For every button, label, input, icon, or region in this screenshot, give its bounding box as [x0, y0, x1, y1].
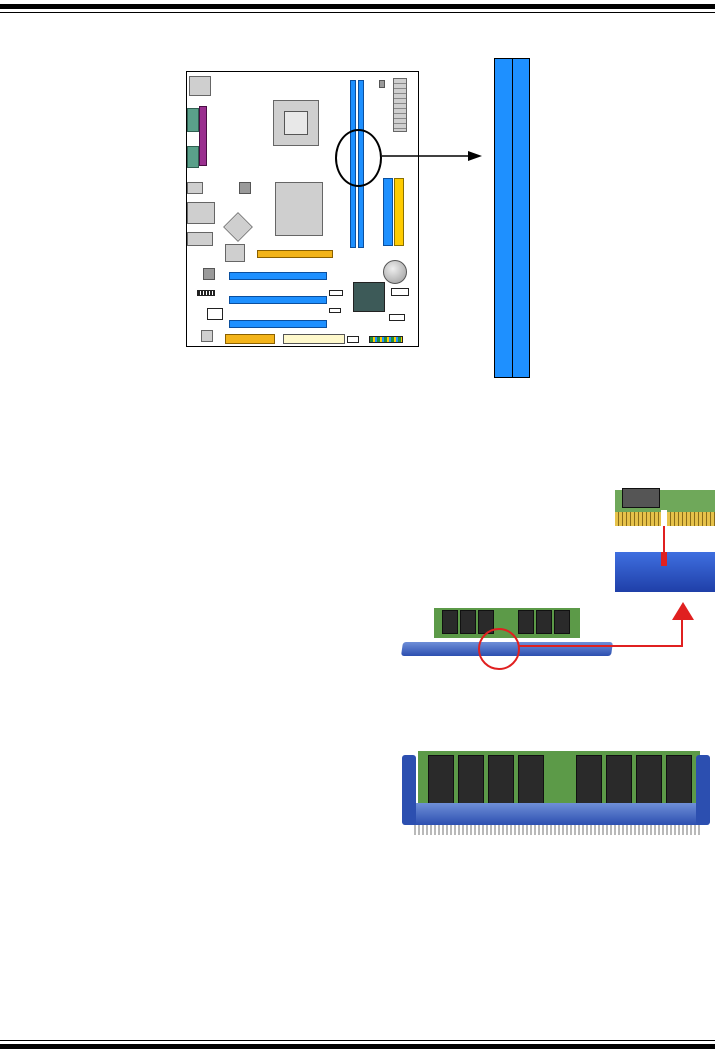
chip-small-icon — [203, 268, 215, 280]
pci-slot-1 — [229, 272, 327, 280]
cpu-socket-icon — [273, 100, 319, 146]
dimm-highlight-circle — [335, 129, 382, 187]
vga-port-icon — [187, 146, 199, 168]
dimm-notch-alignment-photo — [372, 482, 715, 692]
module-chip — [460, 610, 476, 634]
bios-chip-icon — [201, 330, 213, 342]
audio-chip-icon — [223, 212, 253, 242]
slot-latch-left — [402, 755, 416, 825]
header-small-3 — [391, 288, 409, 296]
footer-rule-thin — [0, 1040, 715, 1041]
fan-header-icon — [207, 308, 223, 320]
serial-port-icon — [187, 108, 199, 132]
arrow-head-icon — [672, 602, 694, 620]
dimm-slot-divider — [512, 59, 513, 377]
installed-chip — [636, 755, 662, 805]
header-small-4 — [389, 314, 405, 321]
header-rule-thick — [0, 4, 715, 9]
arrow-right-icon — [382, 146, 484, 166]
installed-chip — [428, 755, 454, 805]
installed-chip — [518, 755, 544, 805]
northbridge-chip-icon — [275, 182, 323, 236]
slot-closeup-key — [661, 552, 667, 566]
battery-icon — [383, 260, 407, 284]
dimm-installed-photo — [400, 745, 715, 845]
header-small-2 — [329, 308, 341, 313]
floppy-connector — [225, 334, 275, 344]
pci-slot-3 — [229, 320, 327, 328]
installed-chip — [666, 755, 692, 805]
pci-slot-2 — [229, 296, 327, 304]
ide-connector-yellow — [394, 178, 404, 246]
installed-chip — [458, 755, 484, 805]
front-panel-header — [369, 336, 403, 343]
installed-chip — [576, 755, 602, 805]
header-small-1 — [329, 290, 343, 296]
ps2-port-icon — [189, 76, 211, 96]
pci-express-x16-slot — [257, 250, 333, 258]
module-chip-closeup — [622, 488, 660, 508]
slot-pins — [414, 825, 700, 835]
alignment-line — [663, 526, 665, 554]
lan-port-icon — [187, 202, 215, 224]
header-pins-icon — [197, 290, 215, 296]
atx-power-connector-icon — [393, 78, 407, 132]
slot-latch-right — [696, 755, 710, 825]
header-bottom-1 — [347, 336, 359, 343]
memory-slot-closeup — [494, 58, 530, 378]
audio-port-icon — [187, 232, 213, 246]
footer-rule-thick — [0, 1044, 715, 1049]
southbridge-chip-icon — [353, 282, 385, 312]
header-rule-thin — [0, 12, 715, 13]
lan-chip-icon — [225, 244, 245, 262]
parallel-port-icon — [199, 106, 207, 166]
installed-slot — [402, 803, 710, 825]
motherboard-layout-diagram — [186, 71, 419, 347]
module-chip — [442, 610, 458, 634]
power-connector-icon — [239, 182, 251, 194]
notch-highlight-circle — [478, 628, 520, 670]
ide-connector-bottom — [283, 334, 345, 344]
installed-chip — [606, 755, 632, 805]
ide-connector-blue — [383, 178, 393, 246]
arrow-up-icon — [518, 608, 688, 652]
installed-chip — [488, 755, 514, 805]
jumper-icon — [379, 80, 385, 88]
usb-port-icon — [187, 182, 203, 194]
